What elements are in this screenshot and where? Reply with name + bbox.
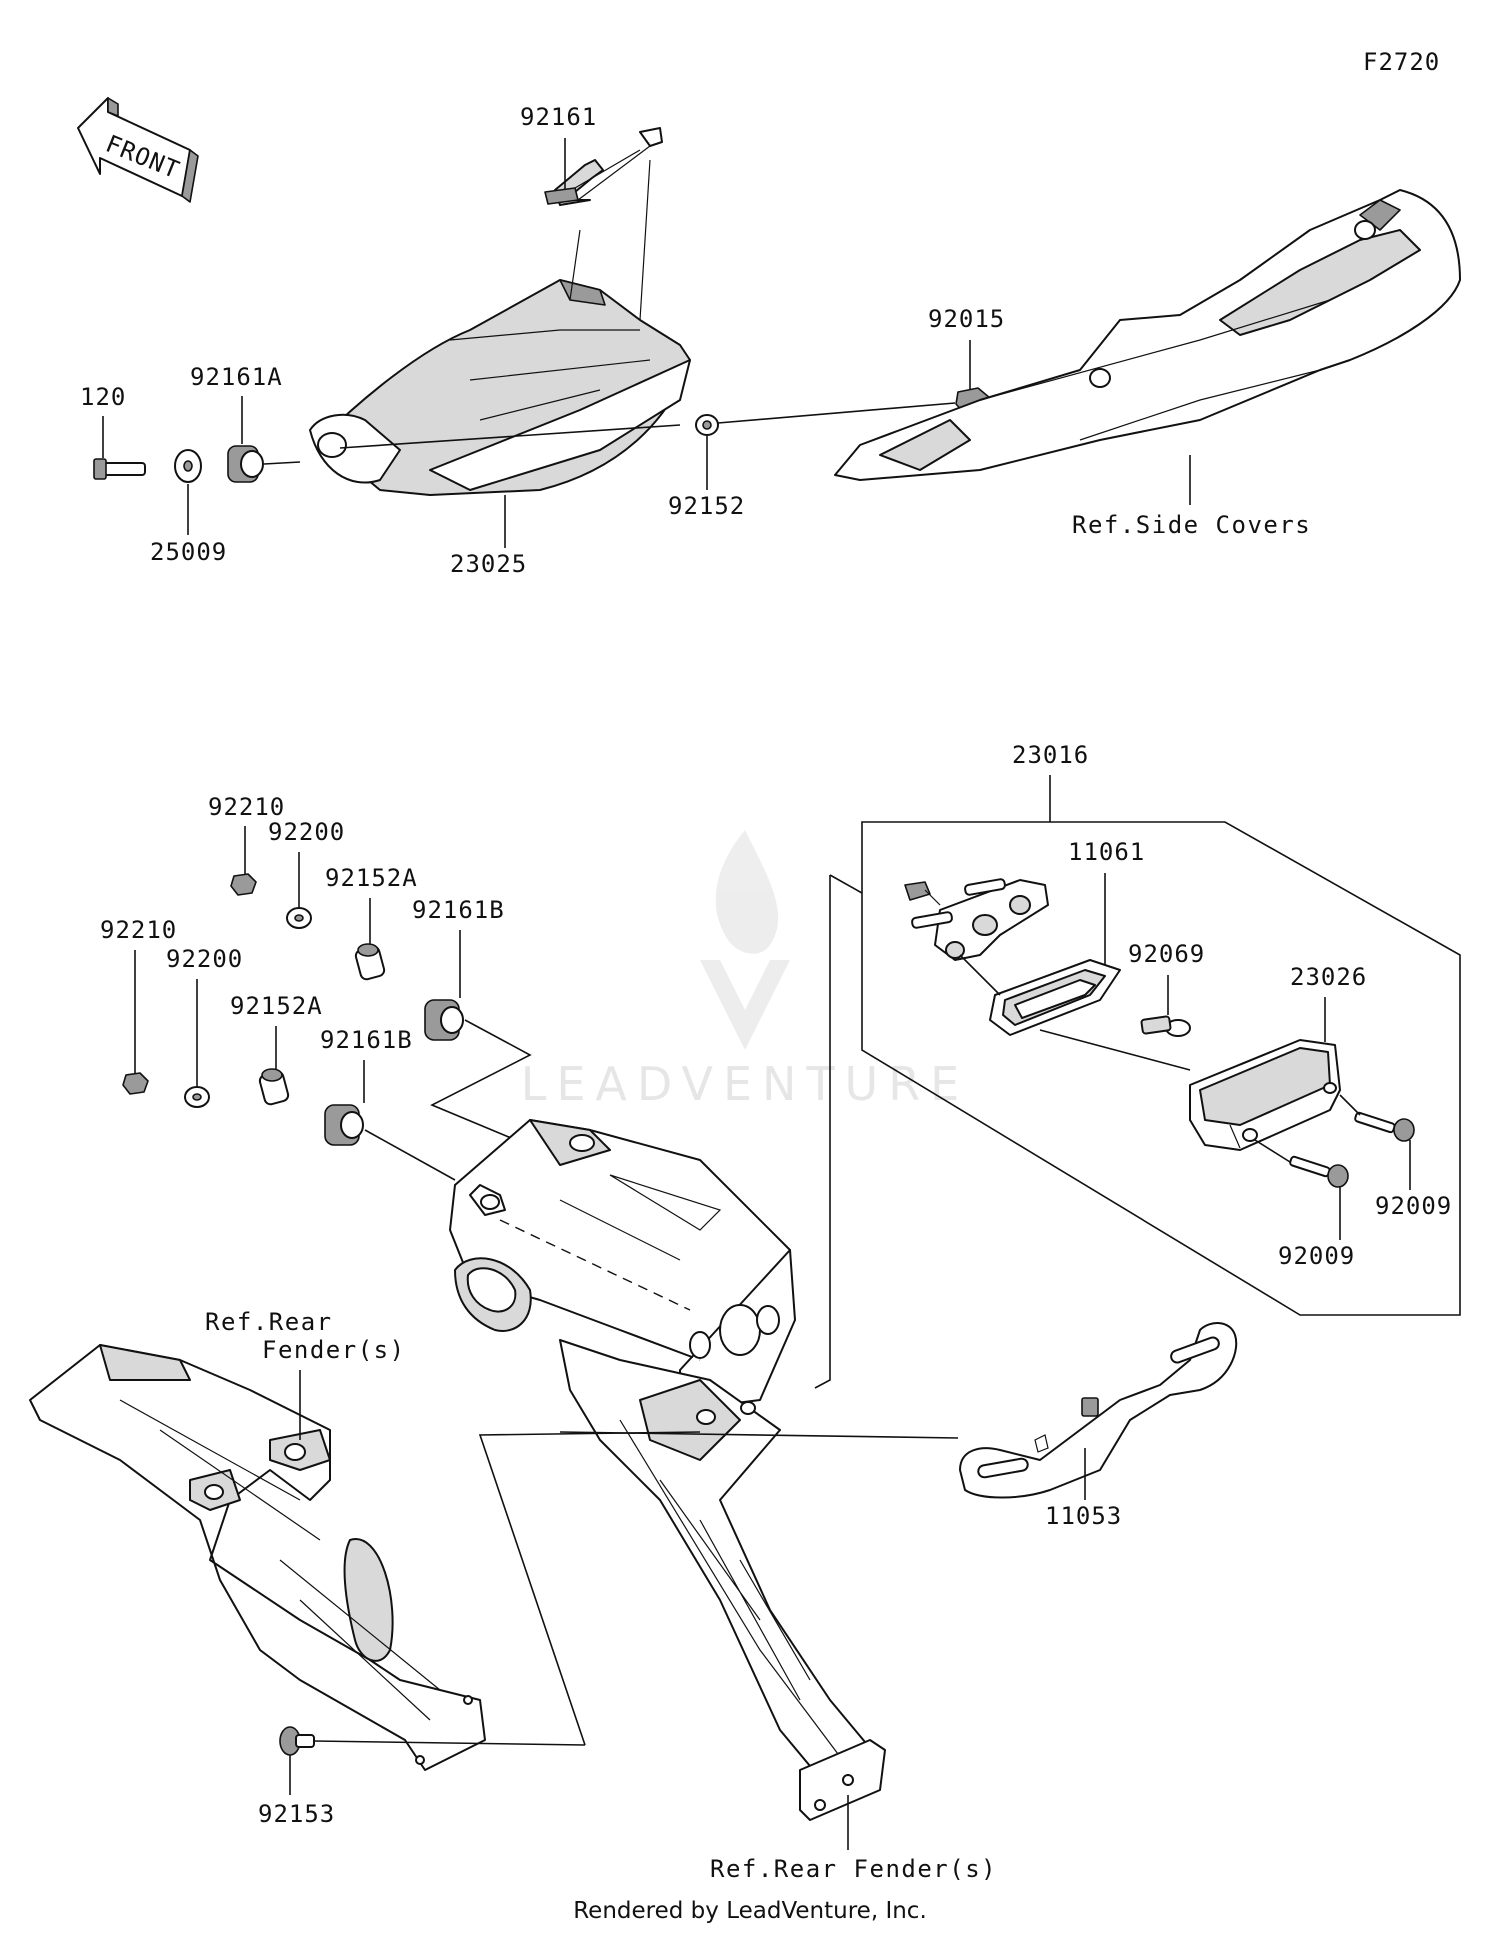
label-92009-b: 92009 — [1278, 1242, 1355, 1270]
label-92161A: 92161A — [190, 363, 283, 391]
label-92152: 92152 — [668, 492, 745, 520]
label-120: 120 — [80, 383, 126, 411]
label-92009-a: 92009 — [1375, 1192, 1452, 1220]
part-11061-gasket[interactable] — [989, 959, 1121, 1036]
label-25009: 25009 — [150, 538, 227, 566]
label-92161B-a: 92161B — [412, 896, 505, 924]
part-92200-washer-b[interactable] — [184, 1086, 210, 1108]
rendered-by-footer: Rendered by LeadVenture, Inc. — [573, 1898, 927, 1924]
part-23016-assembly-frame — [814, 821, 1461, 1389]
label-92015: 92015 — [928, 305, 1005, 333]
part-25009-washer[interactable] — [174, 449, 202, 483]
label-23025: 23025 — [450, 550, 527, 578]
part-120-bolt[interactable] — [93, 458, 146, 480]
label-92152A-a: 92152A — [325, 864, 418, 892]
label-92069: 92069 — [1128, 940, 1205, 968]
label-ref-side-covers: Ref.Side Covers — [1072, 511, 1311, 539]
label-92210-a: 92210 — [208, 793, 285, 821]
part-92152A-collar-a[interactable] — [354, 943, 386, 981]
part-11053-plate-bracket[interactable] — [959, 1322, 1238, 1499]
watermark-text: LEADVENTURE — [521, 1057, 970, 1111]
diagram-code: F2720 — [1363, 48, 1440, 76]
label-ref-rear-fender-top-1: Ref.Rear — [205, 1308, 333, 1336]
part-92210-nut-a[interactable] — [230, 873, 257, 896]
label-92200-b: 92200 — [166, 945, 243, 973]
label-ref-rear-fender-bottom: Ref.Rear Fender(s) — [710, 1855, 997, 1883]
label-92210-b: 92210 — [100, 916, 177, 944]
part-92200-washer-a[interactable] — [286, 907, 312, 929]
part-92152A-collar-b[interactable] — [258, 1068, 290, 1106]
part-92153-bolt[interactable] — [279, 1726, 315, 1756]
part-92161B-grommet-b[interactable] — [324, 1104, 364, 1146]
part-92210-nut-b[interactable] — [122, 1072, 149, 1095]
leadventure-watermark: LEADVENTURE — [521, 830, 970, 1111]
part-92161-strap[interactable] — [544, 127, 663, 206]
label-23026: 23026 — [1290, 963, 1367, 991]
label-92161: 92161 — [520, 103, 597, 131]
side-covers-reference — [834, 189, 1461, 481]
part-92009-screw-a[interactable] — [1354, 1111, 1415, 1142]
license-plate-bracket[interactable] — [449, 1119, 886, 1821]
rear-fender-reference — [29, 1344, 486, 1771]
part-23025-housing[interactable] — [309, 159, 691, 496]
label-ref-rear-fender-top-2: Fender(s) — [262, 1336, 406, 1364]
part-92069-bulb[interactable] — [1140, 1015, 1191, 1037]
part-socket-holder[interactable] — [904, 878, 1049, 961]
label-11061: 11061 — [1068, 838, 1145, 866]
part-23026-lens[interactable] — [1189, 1039, 1341, 1151]
front-arrow-icon: FRONT — [77, 97, 199, 203]
part-92161B-grommet-a[interactable] — [424, 999, 464, 1041]
part-92009-screw-b[interactable] — [1289, 1155, 1349, 1188]
part-92152-collar[interactable] — [695, 414, 719, 436]
part-92161A-grommet[interactable] — [227, 445, 264, 483]
label-23016: 23016 — [1012, 741, 1089, 769]
label-92200-a: 92200 — [268, 818, 345, 846]
label-92152A-b: 92152A — [230, 992, 323, 1020]
label-92161B-b: 92161B — [320, 1026, 413, 1054]
label-92153: 92153 — [258, 1800, 335, 1828]
label-11053: 11053 — [1045, 1502, 1122, 1530]
